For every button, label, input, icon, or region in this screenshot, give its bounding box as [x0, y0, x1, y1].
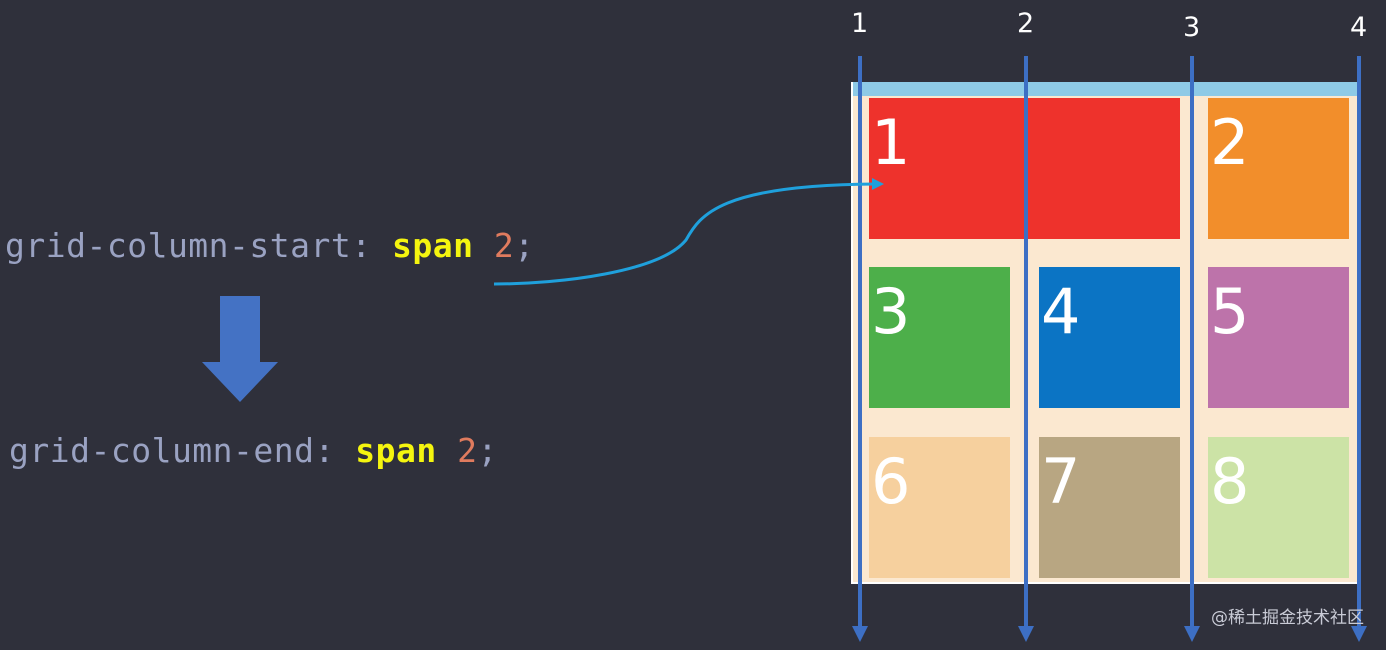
watermark: @稀土掘金技术社区: [1211, 608, 1364, 628]
css-property: grid-column-end: [9, 431, 315, 470]
colon: :: [314, 431, 335, 470]
grid-item-1: 1: [869, 98, 1180, 239]
grid-item-3: 3: [869, 267, 1010, 408]
grid-item-6: 6: [869, 437, 1010, 578]
grid-line-1-arrowhead: [852, 626, 868, 642]
css-property: grid-column-start: [5, 226, 352, 265]
semicolon: ;: [514, 226, 535, 265]
colon: :: [351, 226, 372, 265]
grid-item-8: 8: [1208, 437, 1349, 578]
connector-curve: [493, 182, 877, 286]
grid-item-5: 5: [1208, 267, 1349, 408]
grid-line-3-arrowhead: [1184, 626, 1200, 642]
grid-line-number-2: 2: [1017, 8, 1035, 39]
span-value: 2: [493, 226, 515, 265]
grid-line-number-4: 4: [1350, 12, 1368, 43]
grid-line-2-arrowhead: [1018, 626, 1034, 642]
grid-item-7: 7: [1039, 437, 1180, 578]
span-value: 2: [457, 431, 478, 470]
span-keyword: span: [355, 431, 437, 470]
down-arrow-icon: [202, 296, 278, 402]
span-keyword: span: [392, 226, 474, 265]
code-line-grid-column-end: grid-column-end: span 2;: [9, 431, 498, 470]
grid-item-2: 2: [1208, 98, 1349, 239]
grid-line-number-1: 1: [851, 8, 869, 39]
grid-item-4: 4: [1039, 267, 1180, 408]
grid-line-number-3: 3: [1183, 12, 1201, 43]
semicolon: ;: [477, 431, 498, 470]
grid-top-bar: [853, 82, 1358, 96]
grid-line-4-arrowhead: [1351, 626, 1367, 642]
code-line-grid-column-start: grid-column-start: span 2;: [5, 226, 535, 265]
